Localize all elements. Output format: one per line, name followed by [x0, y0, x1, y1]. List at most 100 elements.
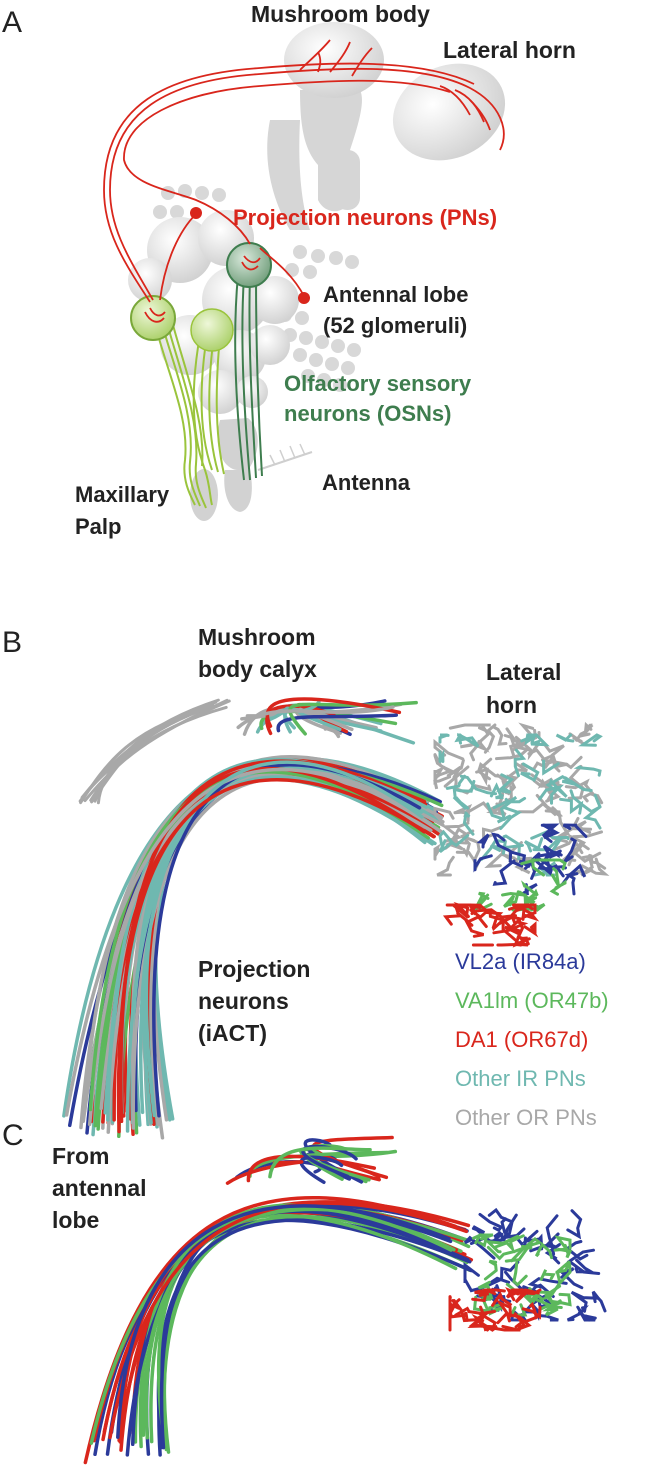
label-iact-line1: Projection: [198, 956, 310, 982]
fiber-branch: [512, 936, 529, 947]
pn-axons: [103, 39, 505, 323]
fiber-branch: [544, 1243, 561, 1265]
fiber-branch: [503, 890, 520, 908]
fiber-branch: [459, 774, 498, 796]
fiber-branch: [512, 1261, 528, 1287]
fiber-branch: [545, 774, 578, 792]
fiber-branch: [483, 1259, 498, 1281]
fiber-branch: [553, 1235, 572, 1252]
fiber-branch: [521, 882, 538, 896]
label-maxillary-line1: Maxillary: [75, 482, 170, 507]
label-mb-calyx-line1: Mushroom: [198, 624, 316, 650]
label-antennal-lobe-line2: (52 glomeruli): [323, 313, 467, 338]
mushroom-body-calyx-shape: [284, 22, 384, 98]
fiber-branch: [438, 749, 445, 763]
label-lateral-horn: Lateral horn: [443, 37, 576, 63]
fiber-branch: [548, 778, 568, 798]
legend-item-da1: DA1 (OR67d): [455, 1027, 588, 1052]
fiber-branch: [543, 1263, 572, 1300]
fiber-branch: [521, 1305, 542, 1320]
fiber-branch: [448, 1309, 469, 1322]
fiber-branch: [562, 823, 588, 838]
label-lateral-horn-b-line2: horn: [486, 692, 537, 718]
fiber: [138, 1203, 456, 1449]
fiber-branch: [570, 1290, 600, 1313]
fiber: [288, 700, 418, 736]
fiber-branch: [476, 833, 490, 849]
fiber: [268, 1146, 372, 1179]
osn-fibers-dark: [234, 274, 263, 481]
fiber-branch: [501, 1320, 522, 1332]
fiber-branch: [442, 903, 462, 926]
fiber-branch: [474, 1233, 494, 1245]
fiber-branch: [492, 796, 527, 810]
label-antennal-lobe-line1: Antennal lobe: [323, 282, 468, 307]
fiber: [78, 699, 231, 803]
pn-fiber-bundle-b: [62, 697, 445, 1140]
lateral-horn-shape: [392, 63, 506, 161]
fiber-branch: [510, 903, 534, 924]
glomeruli-dots: [153, 184, 361, 392]
label-maxillary-line2: Palp: [75, 514, 121, 539]
fiber-branch: [563, 837, 577, 863]
fiber-branch: [496, 773, 515, 794]
fiber-branch: [580, 857, 610, 876]
fiber-branch: [550, 867, 560, 887]
fiber-branch: [517, 801, 558, 817]
fiber-branch: [487, 1260, 520, 1287]
fiber-branch: [462, 811, 475, 836]
fiber: [120, 759, 428, 1118]
label-from-line1: From: [52, 1143, 110, 1169]
fiber-branch: [456, 905, 483, 924]
panel-b: B Mushroom body calyx Lateral horn Proje…: [2, 624, 610, 1140]
fiber-branch: [489, 782, 504, 800]
fiber-branch: [521, 1229, 544, 1251]
label-from-line3: lobe: [52, 1207, 99, 1233]
panel-c: C From antennal lobe: [2, 1119, 607, 1465]
lateral-horn-tangle-c: [448, 1207, 607, 1332]
fiber: [116, 1204, 451, 1439]
fiber-branch: [578, 733, 603, 747]
glomerulus-darkgreen: [226, 242, 272, 288]
fiber-branch: [534, 1313, 559, 1322]
maxillary-palp-structure: [190, 469, 218, 521]
fiber: [90, 704, 215, 804]
glomerulus-lightgreen-2: [190, 308, 234, 352]
fiber-branch: [530, 830, 570, 841]
fiber-branch: [454, 1305, 486, 1317]
fiber-branch: [463, 1235, 496, 1260]
fiber-branch: [574, 1258, 597, 1274]
fiber-branch: [510, 1236, 543, 1263]
fiber: [116, 777, 436, 1134]
fiber-branch: [486, 1245, 527, 1261]
fiber: [156, 1213, 458, 1438]
pn-soma-2: [298, 292, 310, 304]
fiber-branch: [499, 806, 523, 830]
fiber-branch: [520, 762, 540, 783]
fiber-branch: [523, 1301, 539, 1324]
fiber: [154, 774, 435, 1121]
panel-a-letter: A: [2, 6, 22, 39]
fiber-branch: [559, 797, 584, 815]
fiber-branch: [526, 1291, 544, 1304]
fiber-branch: [475, 757, 493, 786]
mushroom-body-structure: [267, 90, 362, 230]
fiber-branch: [491, 1291, 513, 1307]
fiber-branch: [521, 907, 540, 922]
label-mushroom-body: Mushroom body: [251, 1, 430, 27]
fiber-branch: [491, 915, 512, 932]
fiber-branch: [537, 777, 554, 795]
fiber: [236, 705, 395, 730]
fiber-branch: [551, 753, 583, 770]
label-projection-neurons: Projection neurons (PNs): [233, 205, 497, 230]
fiber: [125, 1209, 458, 1457]
fiber-branch: [486, 802, 512, 824]
label-iact-line2: neurons: [198, 988, 289, 1014]
fiber-branch: [503, 734, 527, 751]
fiber-branch: [578, 723, 594, 738]
fiber-branch: [540, 823, 560, 843]
fiber-branch: [484, 1234, 520, 1254]
fiber-branch: [454, 733, 480, 748]
fiber-branch: [495, 1299, 512, 1325]
fiber-branch: [438, 829, 455, 847]
